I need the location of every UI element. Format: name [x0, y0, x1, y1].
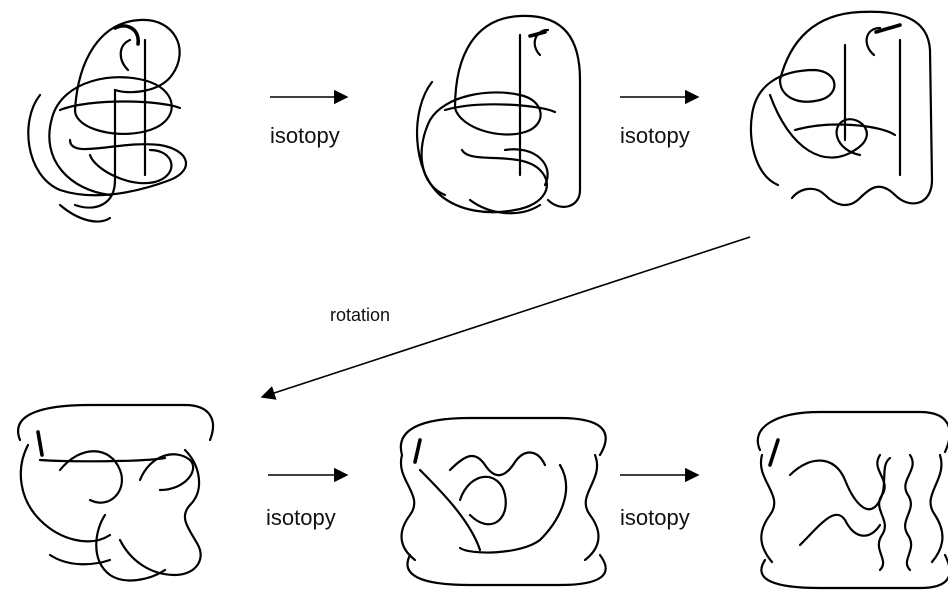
knot-diagram-1	[27, 18, 188, 223]
knot-diagram-3	[749, 10, 934, 207]
knot-diagram-5	[399, 416, 607, 587]
isotopy-label-3: isotopy	[266, 505, 336, 530]
rotation-arrow	[260, 236, 751, 400]
isotopy-label-1: isotopy	[270, 123, 340, 148]
knot-diagram-4	[17, 403, 215, 582]
rotation-label: rotation	[330, 305, 391, 325]
isotopy-label-2: isotopy	[620, 123, 690, 148]
isotopy-label-4: isotopy	[620, 505, 690, 530]
knot-diagram-6	[756, 410, 948, 590]
knot-diagram-2	[416, 14, 582, 215]
